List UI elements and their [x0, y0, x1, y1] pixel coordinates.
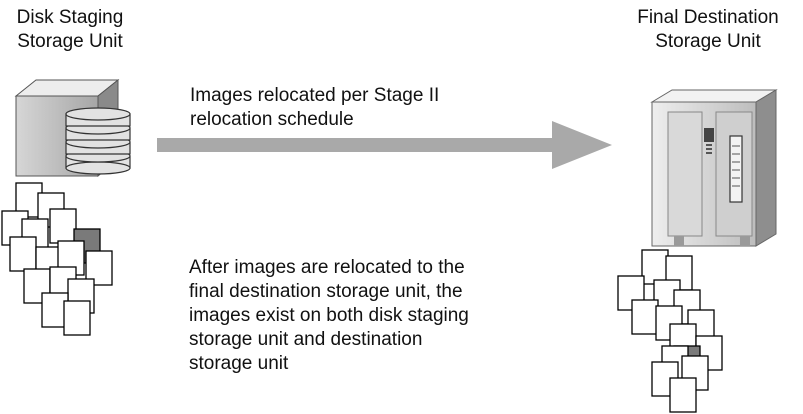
destination-title-line2: Storage Unit: [655, 31, 761, 52]
note-line1: After images are relocated to the: [189, 257, 465, 278]
relocation-arrow-icon: [157, 121, 612, 169]
arrow-caption-line2: relocation schedule: [190, 109, 354, 130]
destination-image-stack: [617, 249, 723, 413]
note-line4: storage unit and destination: [189, 329, 423, 350]
note-line2: final destination storage unit, the: [189, 281, 463, 302]
image-document-icon: [669, 377, 697, 413]
source-image-stack: [1, 182, 113, 336]
source-title-line1: Disk Staging: [16, 7, 124, 28]
image-document-icon: [9, 236, 37, 272]
image-document-icon: [631, 299, 659, 335]
relocation-note: After images are relocated to the final …: [189, 256, 469, 376]
image-document-icon: [49, 208, 77, 244]
storage-server-icon: [650, 89, 778, 247]
destination-title: Final Destination Storage Unit: [615, 6, 801, 54]
image-document-icon: [641, 249, 669, 285]
source-title-line2: Storage Unit: [17, 31, 123, 52]
image-document-icon: [63, 300, 91, 336]
note-line3: images exist on both disk staging: [189, 305, 469, 326]
destination-title-line1: Final Destination: [637, 7, 779, 28]
source-title: Disk Staging Storage Unit: [2, 6, 138, 54]
disk-storage-icon: [14, 78, 131, 178]
arrow-caption: Images relocated per Stage II relocation…: [190, 84, 439, 132]
note-line5: storage unit: [189, 353, 289, 374]
arrow-caption-line1: Images relocated per Stage II: [190, 85, 440, 106]
